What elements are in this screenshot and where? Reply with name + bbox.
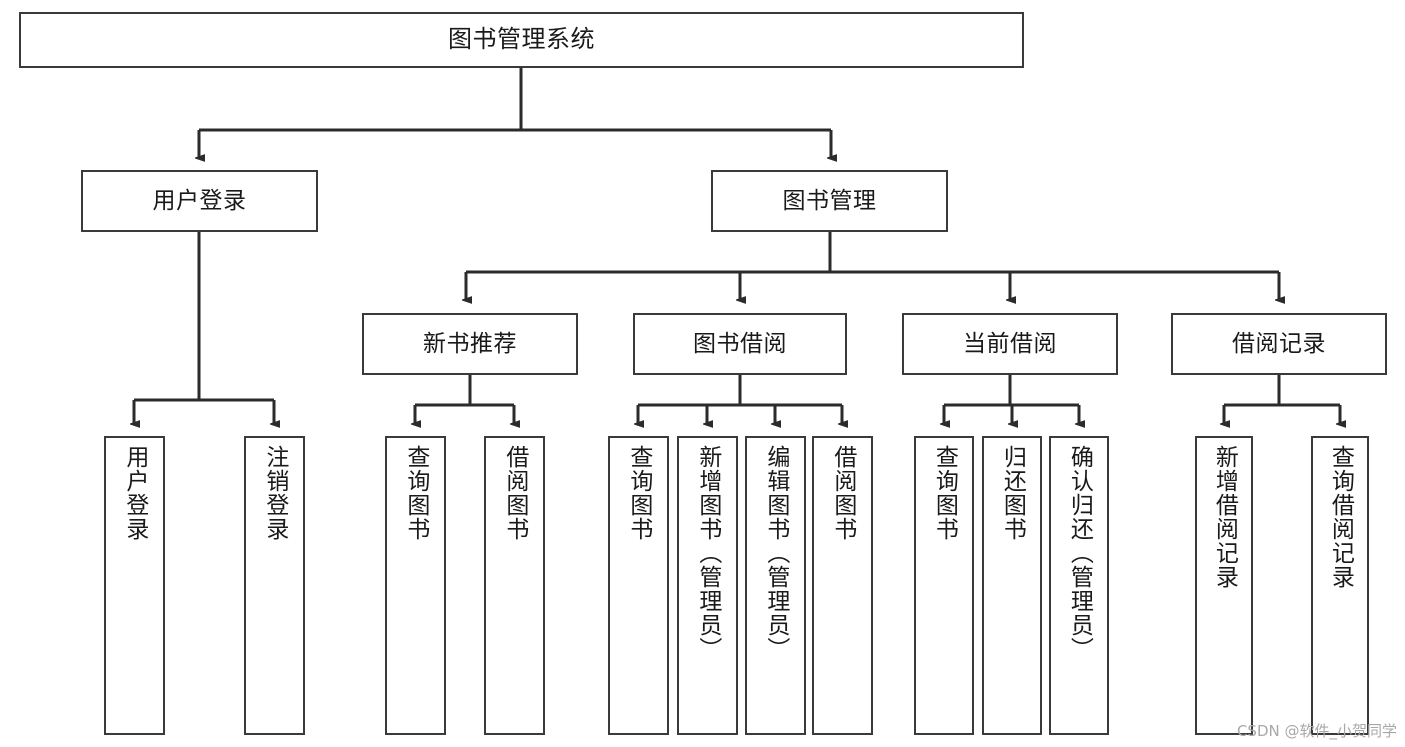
- watermark: CSDN @软件_小贺同学: [1236, 722, 1397, 740]
- node-leaf-confirm-return[interactable]: 确认归还（管理员）: [1049, 436, 1109, 735]
- node-book-borrow[interactable]: 图书借阅: [633, 313, 847, 375]
- node-leaf-logout-login[interactable]: 注销登录: [244, 436, 305, 735]
- node-book-manage[interactable]: 图书管理: [711, 170, 948, 232]
- node-leaf-borrow-book-1[interactable]: 借阅图书: [484, 436, 545, 735]
- node-book-manage-label: 图书管理: [782, 187, 877, 214]
- node-book-borrow-label: 图书借阅: [693, 330, 787, 357]
- node-leaf-borrow-book-2-label: 借阅图书: [829, 445, 856, 541]
- node-leaf-user-login[interactable]: 用户登录: [104, 436, 165, 735]
- node-leaf-query-book-2[interactable]: 查询图书: [608, 436, 669, 735]
- node-current-borrow[interactable]: 当前借阅: [902, 313, 1118, 375]
- node-leaf-query-book-3-label: 查询图书: [931, 445, 958, 541]
- node-leaf-query-book-1-label: 查询图书: [402, 445, 429, 541]
- node-leaf-query-record-label: 查询借阅记录: [1327, 445, 1354, 589]
- node-leaf-add-record-label: 新增借阅记录: [1211, 445, 1238, 589]
- node-leaf-confirm-return-label: 确认归还（管理员）: [1066, 445, 1093, 661]
- node-leaf-add-book-label: 新增图书（管理员）: [694, 445, 721, 661]
- node-leaf-logout-login-label: 注销登录: [261, 445, 288, 541]
- node-leaf-return-book-label: 归还图书: [999, 445, 1026, 541]
- node-new-book-recommend-label: 新书推荐: [423, 330, 517, 357]
- node-leaf-edit-book[interactable]: 编辑图书（管理员）: [745, 436, 806, 735]
- node-leaf-return-book[interactable]: 归还图书: [982, 436, 1042, 735]
- node-leaf-borrow-book-2[interactable]: 借阅图书: [812, 436, 873, 735]
- node-borrow-record-label: 借阅记录: [1232, 330, 1326, 357]
- node-leaf-edit-book-label: 编辑图书（管理员）: [762, 445, 789, 661]
- node-current-borrow-label: 当前借阅: [963, 330, 1057, 357]
- node-root-label: 图书管理系统: [448, 25, 595, 54]
- node-leaf-borrow-book-1-label: 借阅图书: [501, 445, 528, 541]
- node-leaf-add-book[interactable]: 新增图书（管理员）: [677, 436, 738, 735]
- node-leaf-user-login-label: 用户登录: [121, 445, 148, 541]
- node-new-book-recommend[interactable]: 新书推荐: [362, 313, 578, 375]
- node-user-login[interactable]: 用户登录: [81, 170, 318, 232]
- node-borrow-record[interactable]: 借阅记录: [1171, 313, 1387, 375]
- node-leaf-add-record[interactable]: 新增借阅记录: [1195, 436, 1253, 735]
- node-user-login-label: 用户登录: [152, 187, 247, 214]
- node-leaf-query-book-2-label: 查询图书: [625, 445, 652, 541]
- node-leaf-query-record[interactable]: 查询借阅记录: [1311, 436, 1369, 735]
- node-leaf-query-book-3[interactable]: 查询图书: [914, 436, 974, 735]
- node-leaf-query-book-1[interactable]: 查询图书: [385, 436, 446, 735]
- node-root[interactable]: 图书管理系统: [19, 12, 1024, 68]
